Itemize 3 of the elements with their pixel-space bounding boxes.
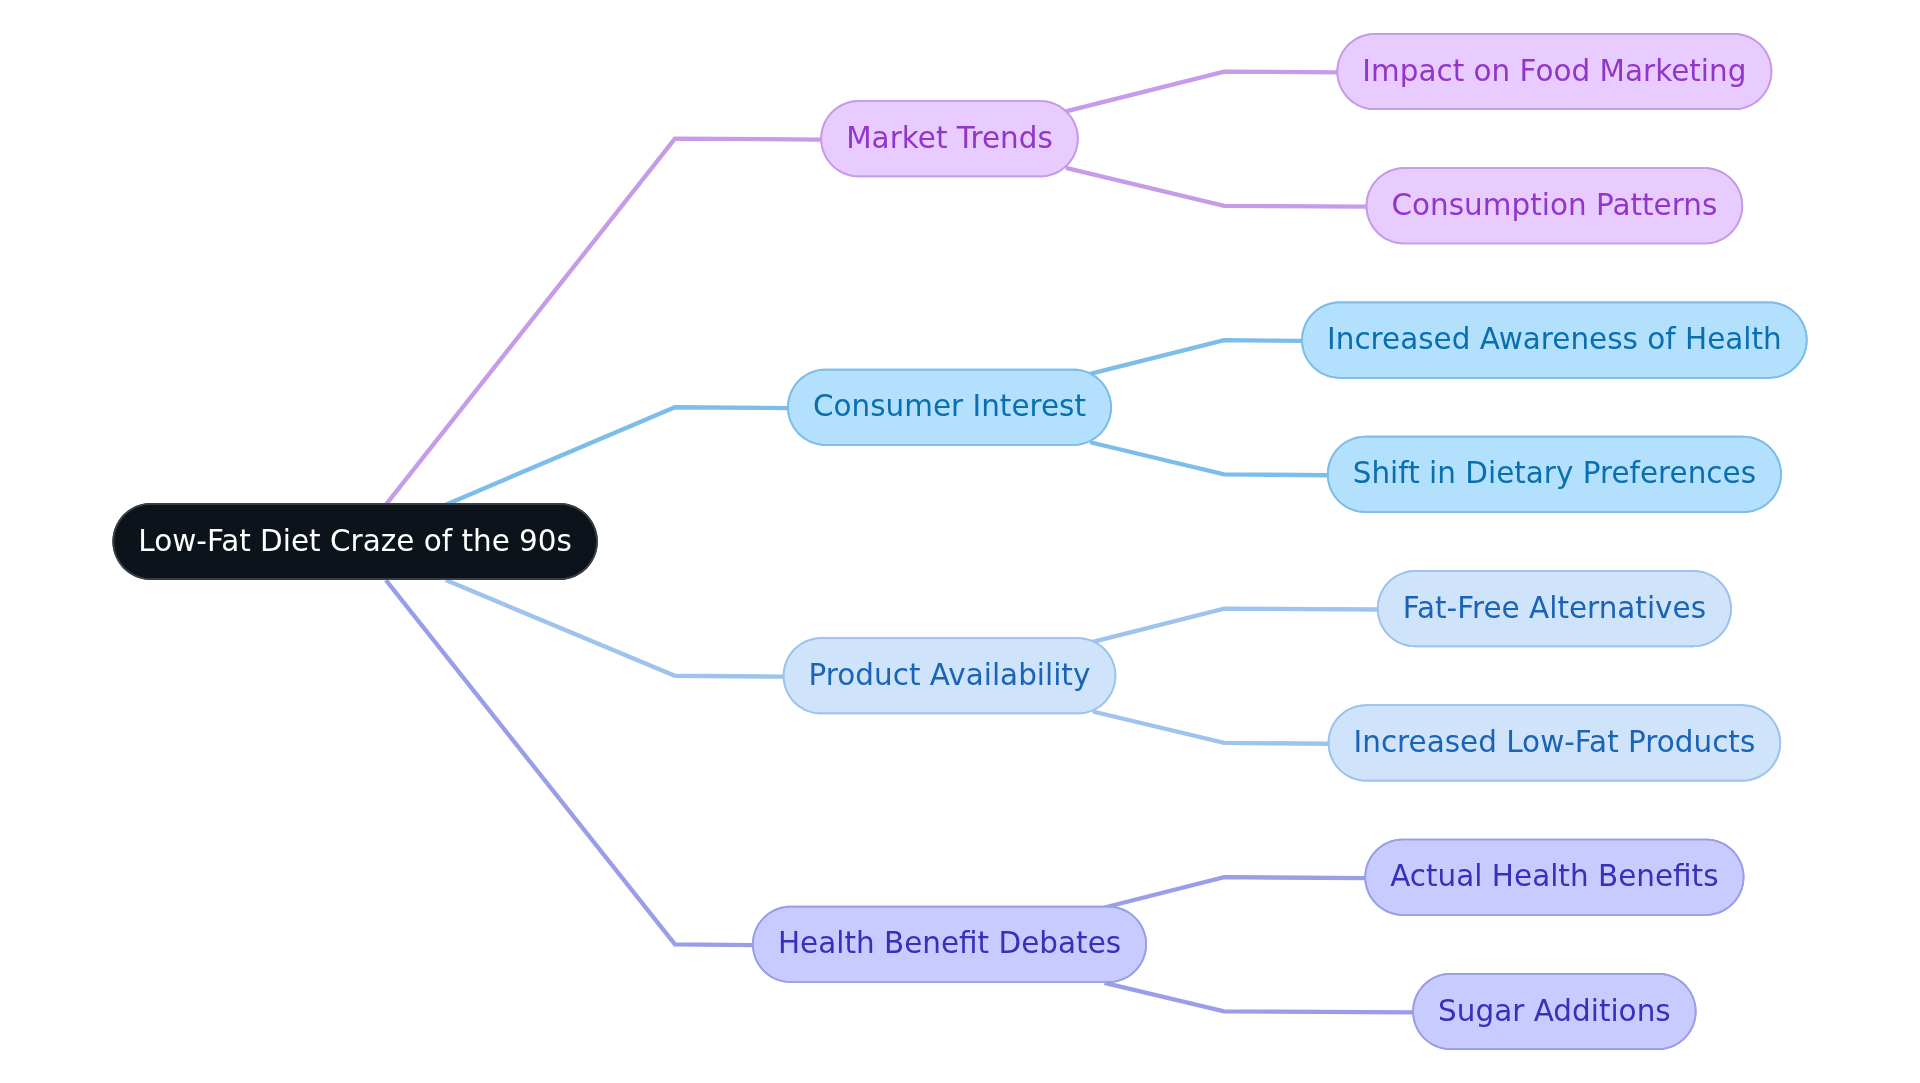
connector [1103, 980, 1414, 1015]
connector [1089, 337, 1303, 377]
connector [384, 578, 754, 948]
